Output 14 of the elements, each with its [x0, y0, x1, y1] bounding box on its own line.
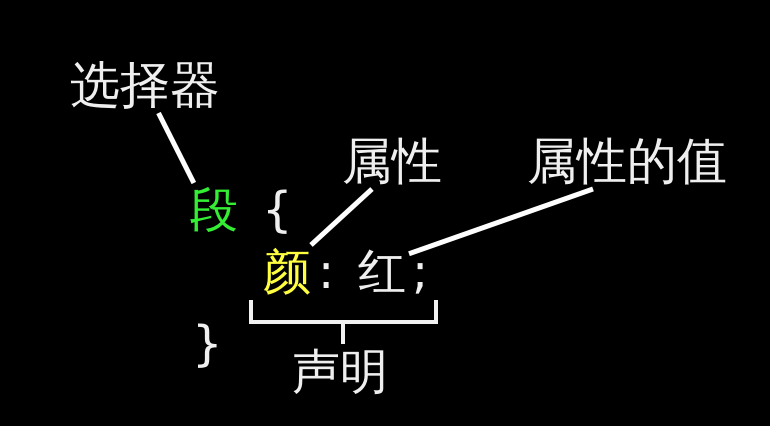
open-brace: {	[262, 186, 293, 234]
selector-label: 选择器	[70, 60, 220, 110]
semicolon: ;	[412, 248, 428, 296]
code-value: 红	[358, 248, 406, 296]
leader-line	[408, 186, 594, 256]
code-selector: 段	[190, 186, 238, 234]
code-property: 颜	[263, 248, 311, 296]
leader-line	[309, 187, 374, 247]
close-brace: }	[192, 320, 223, 368]
property-value-label: 属性的值	[527, 136, 727, 186]
property-label: 属性	[342, 136, 442, 186]
declaration-label: 声明	[292, 348, 388, 396]
leader-line	[156, 112, 196, 184]
colon: :	[318, 248, 334, 296]
